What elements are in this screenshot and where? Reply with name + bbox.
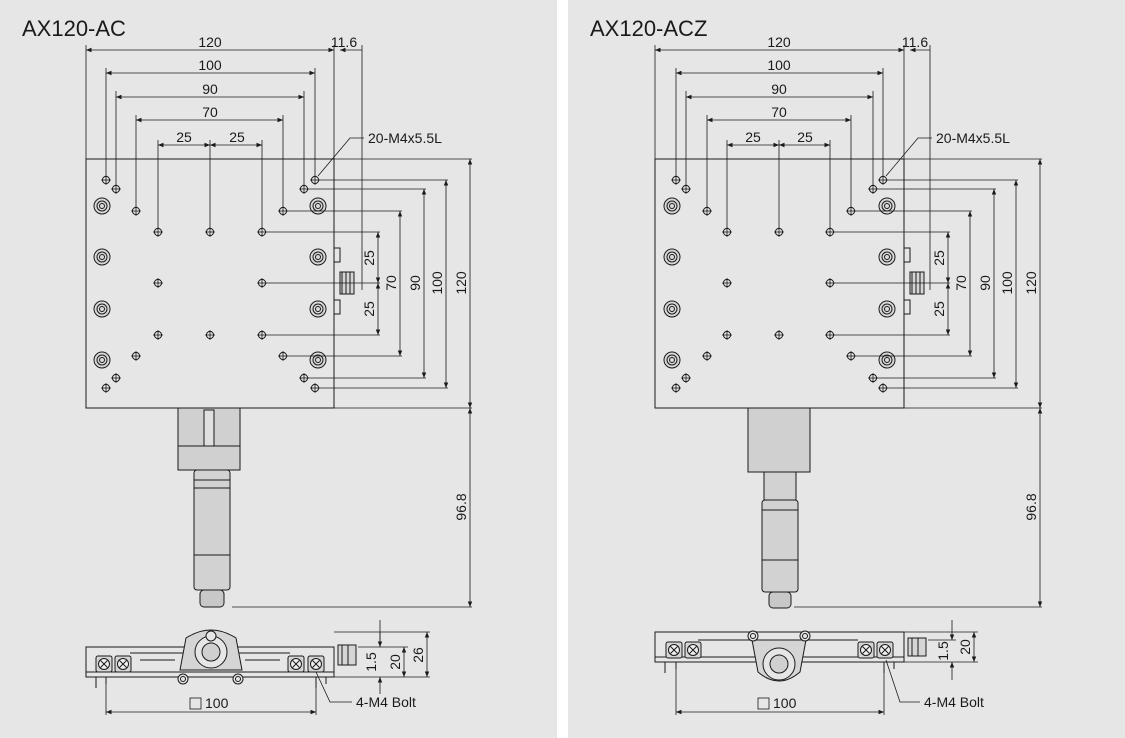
model-title: AX120-ACZ bbox=[590, 16, 708, 41]
dim-top-25b: 25 bbox=[797, 129, 813, 145]
dim-right-25a: 25 bbox=[361, 250, 377, 266]
dim-right-70: 70 bbox=[953, 275, 969, 291]
dim-side-26: 26 bbox=[410, 647, 426, 663]
clamp-block bbox=[903, 299, 911, 315]
dimension-texts: 120 11.6 100 90 70 25 25 25 25 70 90 100… bbox=[176, 34, 469, 711]
lock-knob-side bbox=[907, 637, 927, 657]
front-dimension-lines bbox=[105, 620, 430, 715]
dim-right-70: 70 bbox=[383, 275, 399, 291]
dim-top-11-6: 11.6 bbox=[331, 34, 357, 50]
dimension-lines bbox=[85, 45, 473, 608]
dim-side-1-5: 1.5 bbox=[363, 652, 379, 672]
drawing-panel-ax120-acz: AX120-ACZ bbox=[568, 0, 1125, 738]
dim-right-25b: 25 bbox=[361, 301, 377, 317]
micrometer-tip bbox=[199, 589, 225, 608]
dim-top-25a: 25 bbox=[176, 129, 192, 145]
dim-side-1-5: 1.5 bbox=[935, 641, 951, 661]
dim-top-90: 90 bbox=[202, 81, 218, 97]
dim-bottom-100: 100 bbox=[773, 695, 797, 711]
top-view bbox=[85, 158, 355, 608]
model-title: AX120-AC bbox=[22, 16, 126, 41]
micrometer-barrel bbox=[761, 499, 799, 593]
tap-label: 20-M4x5.5L bbox=[368, 130, 442, 146]
dim-right-25b: 25 bbox=[931, 301, 947, 317]
dim-top-25b: 25 bbox=[229, 129, 245, 145]
dim-side-20: 20 bbox=[957, 639, 973, 655]
dim-right-120: 120 bbox=[1023, 271, 1039, 295]
bolt-label: 4-M4 Bolt bbox=[356, 694, 416, 710]
tap-label: 20-M4x5.5L bbox=[936, 130, 1010, 146]
dim-right-90: 90 bbox=[407, 275, 423, 291]
dim-top-70: 70 bbox=[202, 104, 218, 120]
dim-right-96-8: 96.8 bbox=[453, 493, 469, 520]
dimension-texts: 120 11.6 100 90 70 25 25 25 25 70 90 100… bbox=[745, 34, 1039, 711]
dim-right-90: 90 bbox=[977, 275, 993, 291]
dim-right-96-8: 96.8 bbox=[1023, 493, 1039, 520]
front-dimension-lines bbox=[675, 620, 978, 715]
dim-side-20: 20 bbox=[387, 654, 403, 670]
dim-top-25a: 25 bbox=[745, 129, 761, 145]
dim-right-25a: 25 bbox=[931, 250, 947, 266]
bolt-label: 4-M4 Bolt bbox=[924, 694, 984, 710]
dim-top-90: 90 bbox=[771, 81, 787, 97]
top-view bbox=[654, 158, 925, 609]
micrometer-tip bbox=[768, 591, 792, 609]
clamp-block bbox=[333, 247, 341, 263]
ax120-acz-drawing: 120 11.6 100 90 70 25 25 25 25 70 90 100… bbox=[654, 34, 1043, 715]
stage-plate bbox=[654, 158, 905, 409]
dim-right-100: 100 bbox=[999, 271, 1015, 295]
dim-top-100: 100 bbox=[767, 57, 791, 73]
ax120-ac-drawing: 120 11.6 100 90 70 25 25 25 25 70 90 100… bbox=[85, 34, 473, 715]
lock-knob-side bbox=[337, 644, 357, 666]
dim-bottom-100: 100 bbox=[205, 695, 229, 711]
clamp-block bbox=[903, 247, 911, 263]
dim-right-120: 120 bbox=[453, 271, 469, 295]
dim-top-120: 120 bbox=[767, 34, 791, 50]
micrometer-housing bbox=[747, 407, 811, 473]
dim-top-70: 70 bbox=[771, 104, 787, 120]
clamp-block bbox=[333, 299, 341, 315]
dim-top-11-6: 11.6 bbox=[902, 34, 928, 50]
dimension-lines bbox=[654, 45, 1043, 608]
drawing-panel-ax120-ac: AX120-AC bbox=[0, 0, 557, 738]
dim-right-100: 100 bbox=[429, 271, 445, 295]
dim-top-120: 120 bbox=[198, 34, 222, 50]
dim-top-100: 100 bbox=[198, 57, 222, 73]
